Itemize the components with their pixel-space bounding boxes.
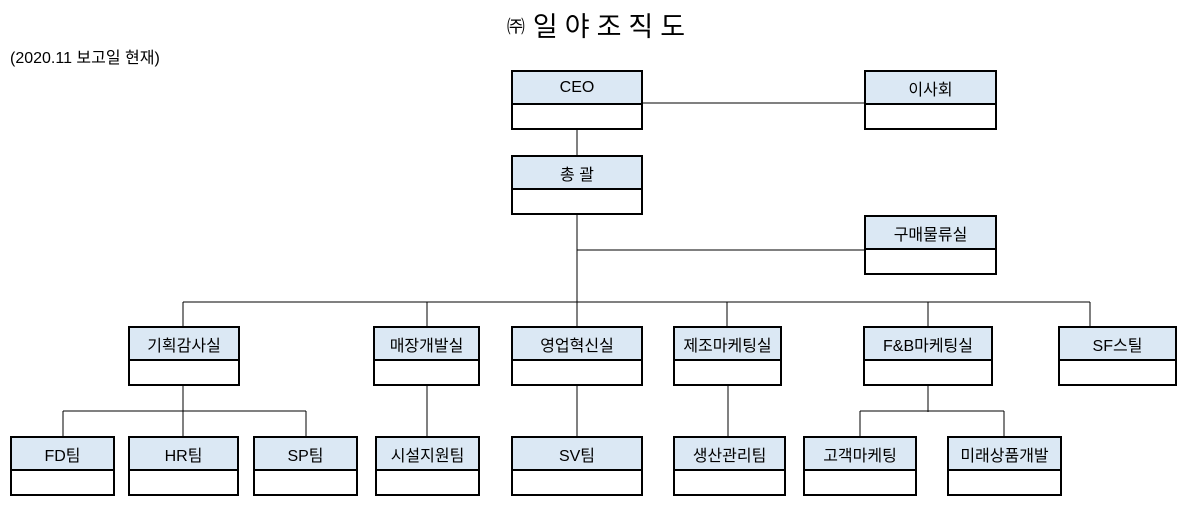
org-node-hr-team-label: HR팀 xyxy=(130,438,237,471)
org-node-mfg-marketing-body xyxy=(675,361,780,384)
org-node-sales-innovation: 영업혁신실 xyxy=(511,326,643,386)
org-node-facility-team-body xyxy=(377,471,478,494)
org-node-production-team-label: 생산관리팀 xyxy=(675,438,784,471)
org-node-customer-marketing: 고객마케팅 xyxy=(803,436,917,496)
org-node-purchasing: 구매물류실 xyxy=(864,215,997,275)
org-node-sales-innovation-body xyxy=(513,361,641,384)
org-node-sf-steel-body xyxy=(1060,361,1175,384)
org-node-board-label: 이사회 xyxy=(866,72,995,105)
title-company-symbol: ㈜ xyxy=(506,17,525,37)
org-node-ceo: CEO xyxy=(511,70,643,130)
org-node-future-product-body xyxy=(949,471,1060,494)
org-node-planning-audit-label: 기획감사실 xyxy=(130,328,238,361)
org-node-future-product: 미래상품개발 xyxy=(947,436,1062,496)
org-node-ceo-body xyxy=(513,105,641,128)
org-node-customer-marketing-body xyxy=(805,471,915,494)
org-node-store-dev: 매장개발실 xyxy=(373,326,480,386)
page-title: ㈜ 일야조직도 xyxy=(0,5,1199,44)
org-node-purchasing-body xyxy=(866,250,995,273)
org-node-fnb-marketing: F&B마케팅실 xyxy=(863,326,993,386)
org-node-board-body xyxy=(866,105,995,128)
org-node-sv-team-label: SV팀 xyxy=(513,438,641,471)
title-text: 일야조직도 xyxy=(532,12,693,42)
org-node-general-label: 총 괄 xyxy=(513,157,641,190)
org-node-sf-steel-label: SF스틸 xyxy=(1060,328,1175,361)
org-node-customer-marketing-label: 고객마케팅 xyxy=(805,438,915,471)
org-node-general-body xyxy=(513,190,641,213)
org-node-ceo-label: CEO xyxy=(513,72,641,105)
org-node-fd-team: FD팀 xyxy=(10,436,115,496)
org-node-sf-steel: SF스틸 xyxy=(1058,326,1177,386)
org-node-general: 총 괄 xyxy=(511,155,643,215)
org-node-sv-team-body xyxy=(513,471,641,494)
org-node-board: 이사회 xyxy=(864,70,997,130)
org-node-sp-team: SP팀 xyxy=(253,436,358,496)
org-node-fd-team-label: FD팀 xyxy=(12,438,113,471)
org-node-store-dev-label: 매장개발실 xyxy=(375,328,478,361)
org-node-mfg-marketing: 제조마케팅실 xyxy=(673,326,782,386)
org-node-production-team: 생산관리팀 xyxy=(673,436,786,496)
org-node-fd-team-body xyxy=(12,471,113,494)
org-node-facility-team: 시설지원팀 xyxy=(375,436,480,496)
org-node-hr-team: HR팀 xyxy=(128,436,239,496)
org-node-sv-team: SV팀 xyxy=(511,436,643,496)
org-node-planning-audit-body xyxy=(130,361,238,384)
org-node-purchasing-label: 구매물류실 xyxy=(866,217,995,250)
org-node-facility-team-label: 시설지원팀 xyxy=(377,438,478,471)
org-node-sales-innovation-label: 영업혁신실 xyxy=(513,328,641,361)
org-node-future-product-label: 미래상품개발 xyxy=(949,438,1060,471)
org-node-sp-team-body xyxy=(255,471,356,494)
org-node-fnb-marketing-body xyxy=(865,361,991,384)
org-node-store-dev-body xyxy=(375,361,478,384)
report-date-note: (2020.11 보고일 현재) xyxy=(10,50,160,67)
org-node-planning-audit: 기획감사실 xyxy=(128,326,240,386)
org-node-sp-team-label: SP팀 xyxy=(255,438,356,471)
org-node-hr-team-body xyxy=(130,471,237,494)
org-node-production-team-body xyxy=(675,471,784,494)
org-node-mfg-marketing-label: 제조마케팅실 xyxy=(675,328,780,361)
org-node-fnb-marketing-label: F&B마케팅실 xyxy=(865,328,991,361)
